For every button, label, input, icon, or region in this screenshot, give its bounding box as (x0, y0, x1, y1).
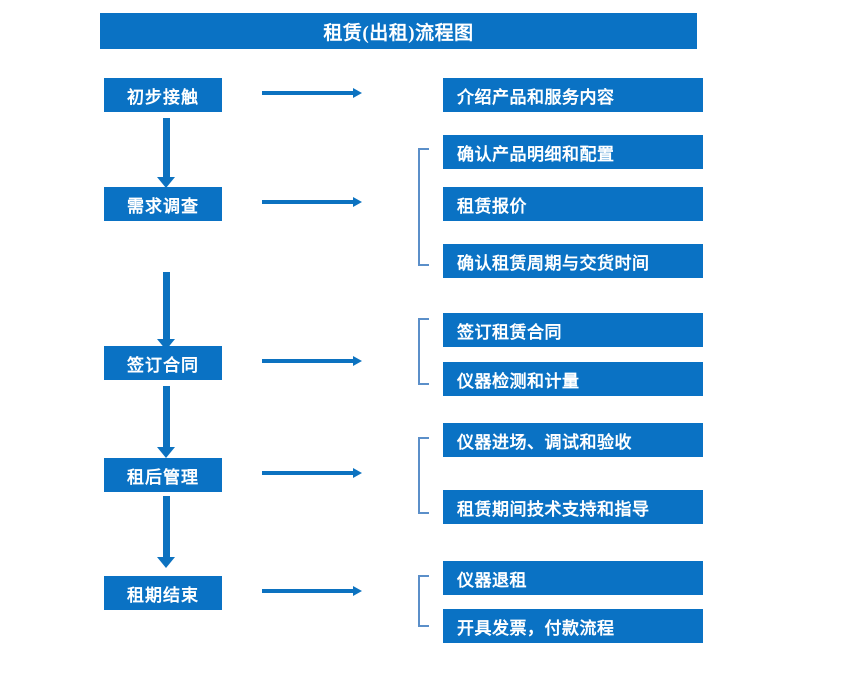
stage-box-4[interactable]: 租后管理 (104, 458, 222, 492)
bracket-connector-stage-5 (418, 575, 429, 627)
arrow-right-stage-3 (262, 356, 362, 366)
stage-box-5[interactable]: 租期结束 (104, 576, 222, 610)
arrow-shaft (163, 272, 170, 339)
detail-box-5-2[interactable]: 开具发票，付款流程 (443, 609, 703, 643)
bracket-connector-stage-4 (418, 437, 429, 514)
stage-box-2[interactable]: 需求调查 (104, 187, 222, 221)
arrow-shaft (163, 118, 170, 177)
stage-box-3[interactable]: 签订合同 (104, 346, 222, 380)
arrow-head (157, 177, 175, 188)
detail-box-4-2[interactable]: 租赁期间技术支持和指导 (443, 490, 703, 524)
arrow-head (353, 356, 362, 366)
arrow-right-stage-5 (262, 586, 362, 596)
arrow-right-stage-1 (262, 88, 362, 98)
arrow-head (353, 468, 362, 478)
arrow-head (157, 557, 175, 568)
detail-box-3-2[interactable]: 仪器检测和计量 (443, 362, 703, 396)
page-title: 租赁(出租)流程图 (100, 13, 697, 49)
arrow-shaft (262, 200, 353, 204)
arrow-down-stage-3 (157, 386, 175, 458)
arrow-down-stage-2 (157, 272, 175, 350)
arrow-head (353, 88, 362, 98)
arrow-head (353, 586, 362, 596)
arrow-down-stage-4 (157, 496, 175, 568)
arrow-shaft (262, 471, 353, 475)
arrow-head (157, 339, 175, 350)
detail-box-4-1[interactable]: 仪器进场、调试和验收 (443, 423, 703, 457)
detail-box-5-1[interactable]: 仪器退租 (443, 561, 703, 595)
arrow-right-stage-4 (262, 468, 362, 478)
arrow-down-stage-1 (157, 118, 175, 188)
bracket-connector-stage-3 (418, 318, 429, 385)
arrow-shaft (163, 496, 170, 557)
arrow-head (157, 447, 175, 458)
detail-box-1-1[interactable]: 介绍产品和服务内容 (443, 78, 703, 112)
detail-box-2-2[interactable]: 租赁报价 (443, 187, 703, 221)
bracket-connector-stage-2 (418, 148, 429, 266)
detail-box-2-1[interactable]: 确认产品明细和配置 (443, 135, 703, 169)
arrow-shaft (262, 589, 353, 593)
arrow-shaft (262, 359, 353, 363)
arrow-shaft (262, 91, 353, 95)
arrow-right-stage-2 (262, 197, 362, 207)
detail-box-2-3[interactable]: 确认租赁周期与交货时间 (443, 244, 703, 278)
stage-box-1[interactable]: 初步接触 (104, 78, 222, 112)
arrow-shaft (163, 386, 170, 447)
arrow-head (353, 197, 362, 207)
detail-box-3-1[interactable]: 签订租赁合同 (443, 313, 703, 347)
